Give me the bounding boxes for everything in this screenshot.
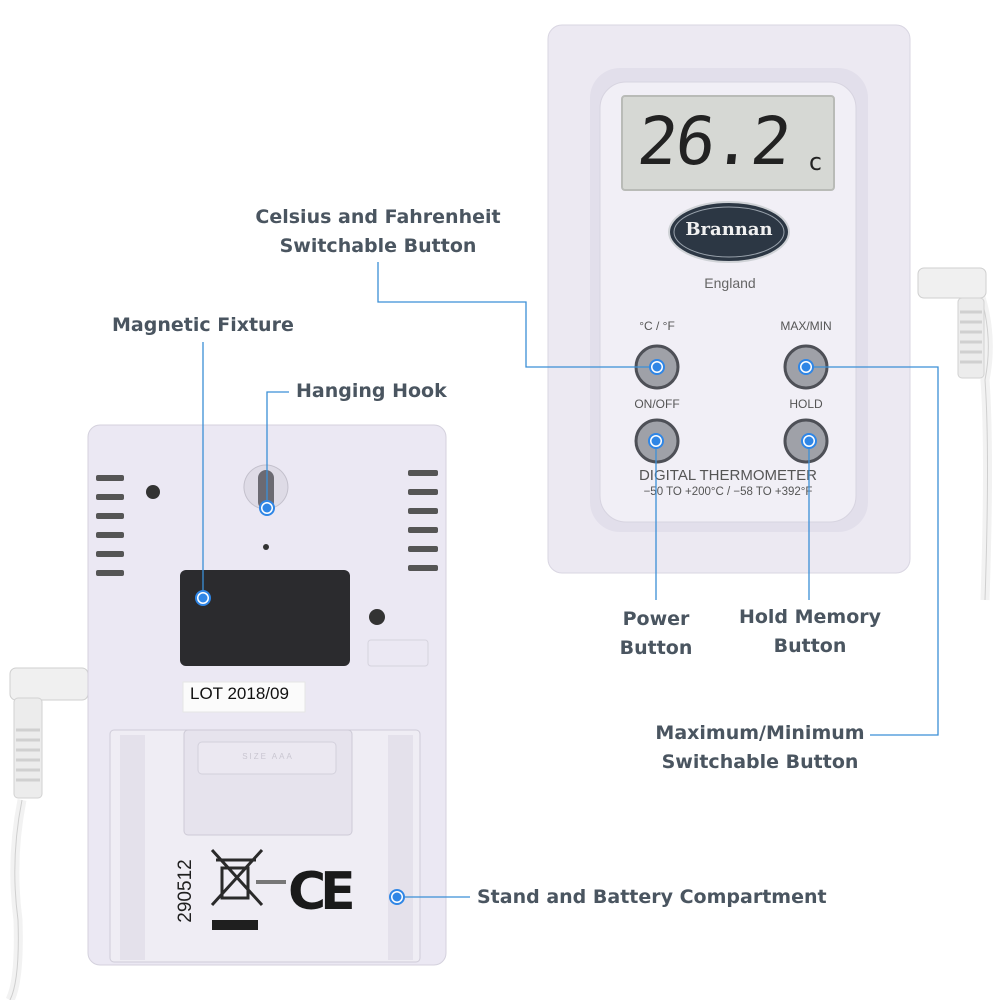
callout-maxmin-line2: Switchable Button — [661, 751, 859, 773]
callout-power-line2: Button — [619, 637, 693, 659]
lcd-unit: c — [808, 148, 823, 176]
callout-max-min: Maximum/Minimum Switchable Button — [640, 719, 880, 777]
weee-symbol — [210, 848, 264, 907]
callout-celsius-fahrenheit: Celsius and Fahrenheit Switchable Button — [238, 203, 518, 261]
callout-dots — [195, 359, 817, 905]
callout-hold-memory: Hold Memory Button — [725, 603, 895, 661]
unit-button-label: °C / °F — [639, 319, 675, 333]
callout-magnetic-fixture: Magnetic Fixture — [112, 314, 294, 336]
probe-cable — [917, 267, 993, 601]
hold-button-label: HOLD — [789, 397, 823, 411]
callout-maxmin-line1: Maximum/Minimum — [655, 722, 865, 744]
brand-origin: England — [704, 275, 756, 291]
lot-number: LOT 2018/09 — [190, 684, 289, 703]
battery-size-embossing: SIZE AAA — [242, 752, 294, 761]
callout-stand-battery: Stand and Battery Compartment — [477, 886, 827, 908]
vents — [96, 470, 438, 576]
callout-celsius-line1: Celsius and Fahrenheit — [255, 206, 501, 228]
maxmin-button-label: MAX/MIN — [780, 319, 832, 333]
ce-mark: CE — [288, 862, 356, 922]
callout-power-button: Power Button — [596, 605, 716, 663]
lot-sticker — [182, 681, 306, 713]
callout-hold-line2: Button — [773, 635, 847, 657]
callout-hold-line1: Hold Memory — [738, 606, 882, 628]
callout-celsius-line2: Switchable Button — [279, 235, 477, 257]
model-name: DIGITAL THERMOMETER — [638, 467, 818, 484]
callout-hanging-hook: Hanging Hook — [296, 380, 447, 402]
magnet — [180, 570, 350, 666]
brand-name: Brannan — [685, 219, 773, 240]
brand-logo — [668, 201, 790, 263]
temperature-range: −50 TO +200°C / −58 TO +392°F — [643, 486, 813, 498]
power-button-label: ON/OFF — [634, 397, 680, 411]
button-discs — [634, 344, 829, 464]
lcd-display — [621, 95, 835, 191]
callout-power-line1: Power — [622, 608, 690, 630]
